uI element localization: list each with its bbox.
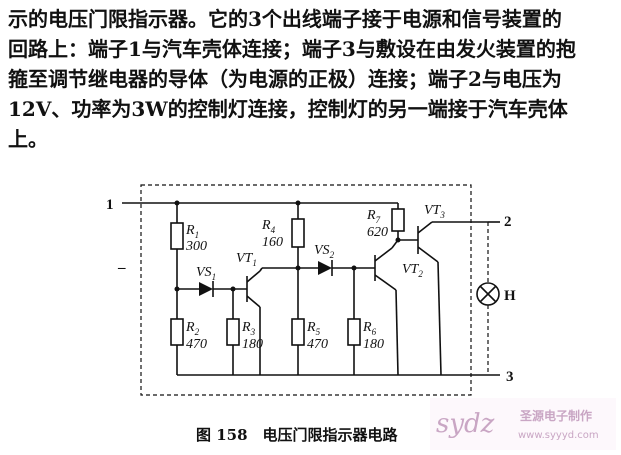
watermark: sydz 圣源电子制作 www.syyyd.com xyxy=(430,398,616,450)
transistor-vt2-emitter xyxy=(374,274,397,291)
resistor-r5 xyxy=(291,318,305,346)
transistor-vt2-collector xyxy=(374,247,393,262)
vs1-label: VS1 xyxy=(196,265,216,282)
watermark-name: 圣源电子制作 xyxy=(519,408,592,423)
resistor-r3 xyxy=(226,318,240,346)
paragraph-line: 12V、功率为3W的控制灯连接，控制灯的另一端接于汽车壳体 xyxy=(8,97,568,121)
r2-label: R2 xyxy=(185,320,200,337)
transistor-vt1-emitter xyxy=(246,295,261,308)
resistor-r1 xyxy=(170,222,184,250)
minus-mark: – xyxy=(117,260,126,276)
zener-diode-vs2 xyxy=(318,261,332,275)
r4-value: 160 xyxy=(262,235,283,250)
description-paragraph: 示的电压门限指示器。它的3个出线端子接于电源和信号装置的 回路上：端子1与汽车壳… xyxy=(8,4,613,154)
wire xyxy=(395,289,399,376)
module-enclosure xyxy=(140,184,472,396)
paragraph-line: 示的电压门限指示器。它的3个出线端子接于电源和信号装置的 xyxy=(8,7,562,31)
terminal-1-label: 1 xyxy=(106,197,114,213)
vt3-label: VT3 xyxy=(424,203,445,220)
vs2-label: VS2 xyxy=(314,243,335,260)
junction-dot xyxy=(395,237,401,243)
r2-value: 470 xyxy=(186,337,207,352)
r6-value: 180 xyxy=(363,337,384,352)
r5-value: 470 xyxy=(307,337,328,352)
vt2-label: VT2 xyxy=(402,262,423,279)
junction-dot xyxy=(174,200,180,206)
r7-label: R7 xyxy=(366,208,381,225)
paragraph-line: 上。 xyxy=(8,127,48,151)
lamp-h-cross xyxy=(479,285,497,303)
r1-label: R1 xyxy=(185,223,199,240)
resistor-r7 xyxy=(391,208,405,232)
transistor-vt3-emitter xyxy=(417,221,433,234)
transistor-vt1-collector xyxy=(246,270,261,283)
transistor-vt3-collector xyxy=(417,246,439,263)
figure-caption: 图 158 电压门限指示器电路 xyxy=(196,426,399,444)
paragraph-line: 箍至调节继电器的导体（为电源的正极）连接；端子2与电压为 xyxy=(8,67,562,91)
r5-label: R5 xyxy=(306,320,321,337)
wire xyxy=(437,261,442,376)
lamp-label: H xyxy=(504,288,516,304)
junction-dot xyxy=(295,200,301,206)
vt1-label: VT1 xyxy=(236,251,257,268)
r1-value: 300 xyxy=(185,239,207,254)
junction-dot xyxy=(230,286,236,292)
junction-dot xyxy=(174,286,180,292)
terminal-2-label: 2 xyxy=(504,214,512,230)
resistor-r4 xyxy=(291,218,305,248)
terminal-3-label: 3 xyxy=(506,369,514,385)
wire xyxy=(259,267,263,272)
r6-label: R6 xyxy=(362,320,377,337)
resistor-r6 xyxy=(347,318,361,346)
r3-value: 180 xyxy=(242,337,263,352)
r3-label: R3 xyxy=(241,320,256,337)
zener-diode-vs1 xyxy=(199,282,213,296)
watermark-logo: sydz xyxy=(436,409,495,439)
r4-label: R4 xyxy=(261,218,276,235)
watermark-url: www.syyyd.com xyxy=(518,430,599,441)
resistor-r2 xyxy=(170,318,184,346)
paragraph-line: 回路上：端子1与汽车壳体连接；端子3与敷设在由发火装置的抱 xyxy=(8,37,576,61)
watermark-background xyxy=(430,398,616,450)
r7-value: 620 xyxy=(367,225,388,240)
